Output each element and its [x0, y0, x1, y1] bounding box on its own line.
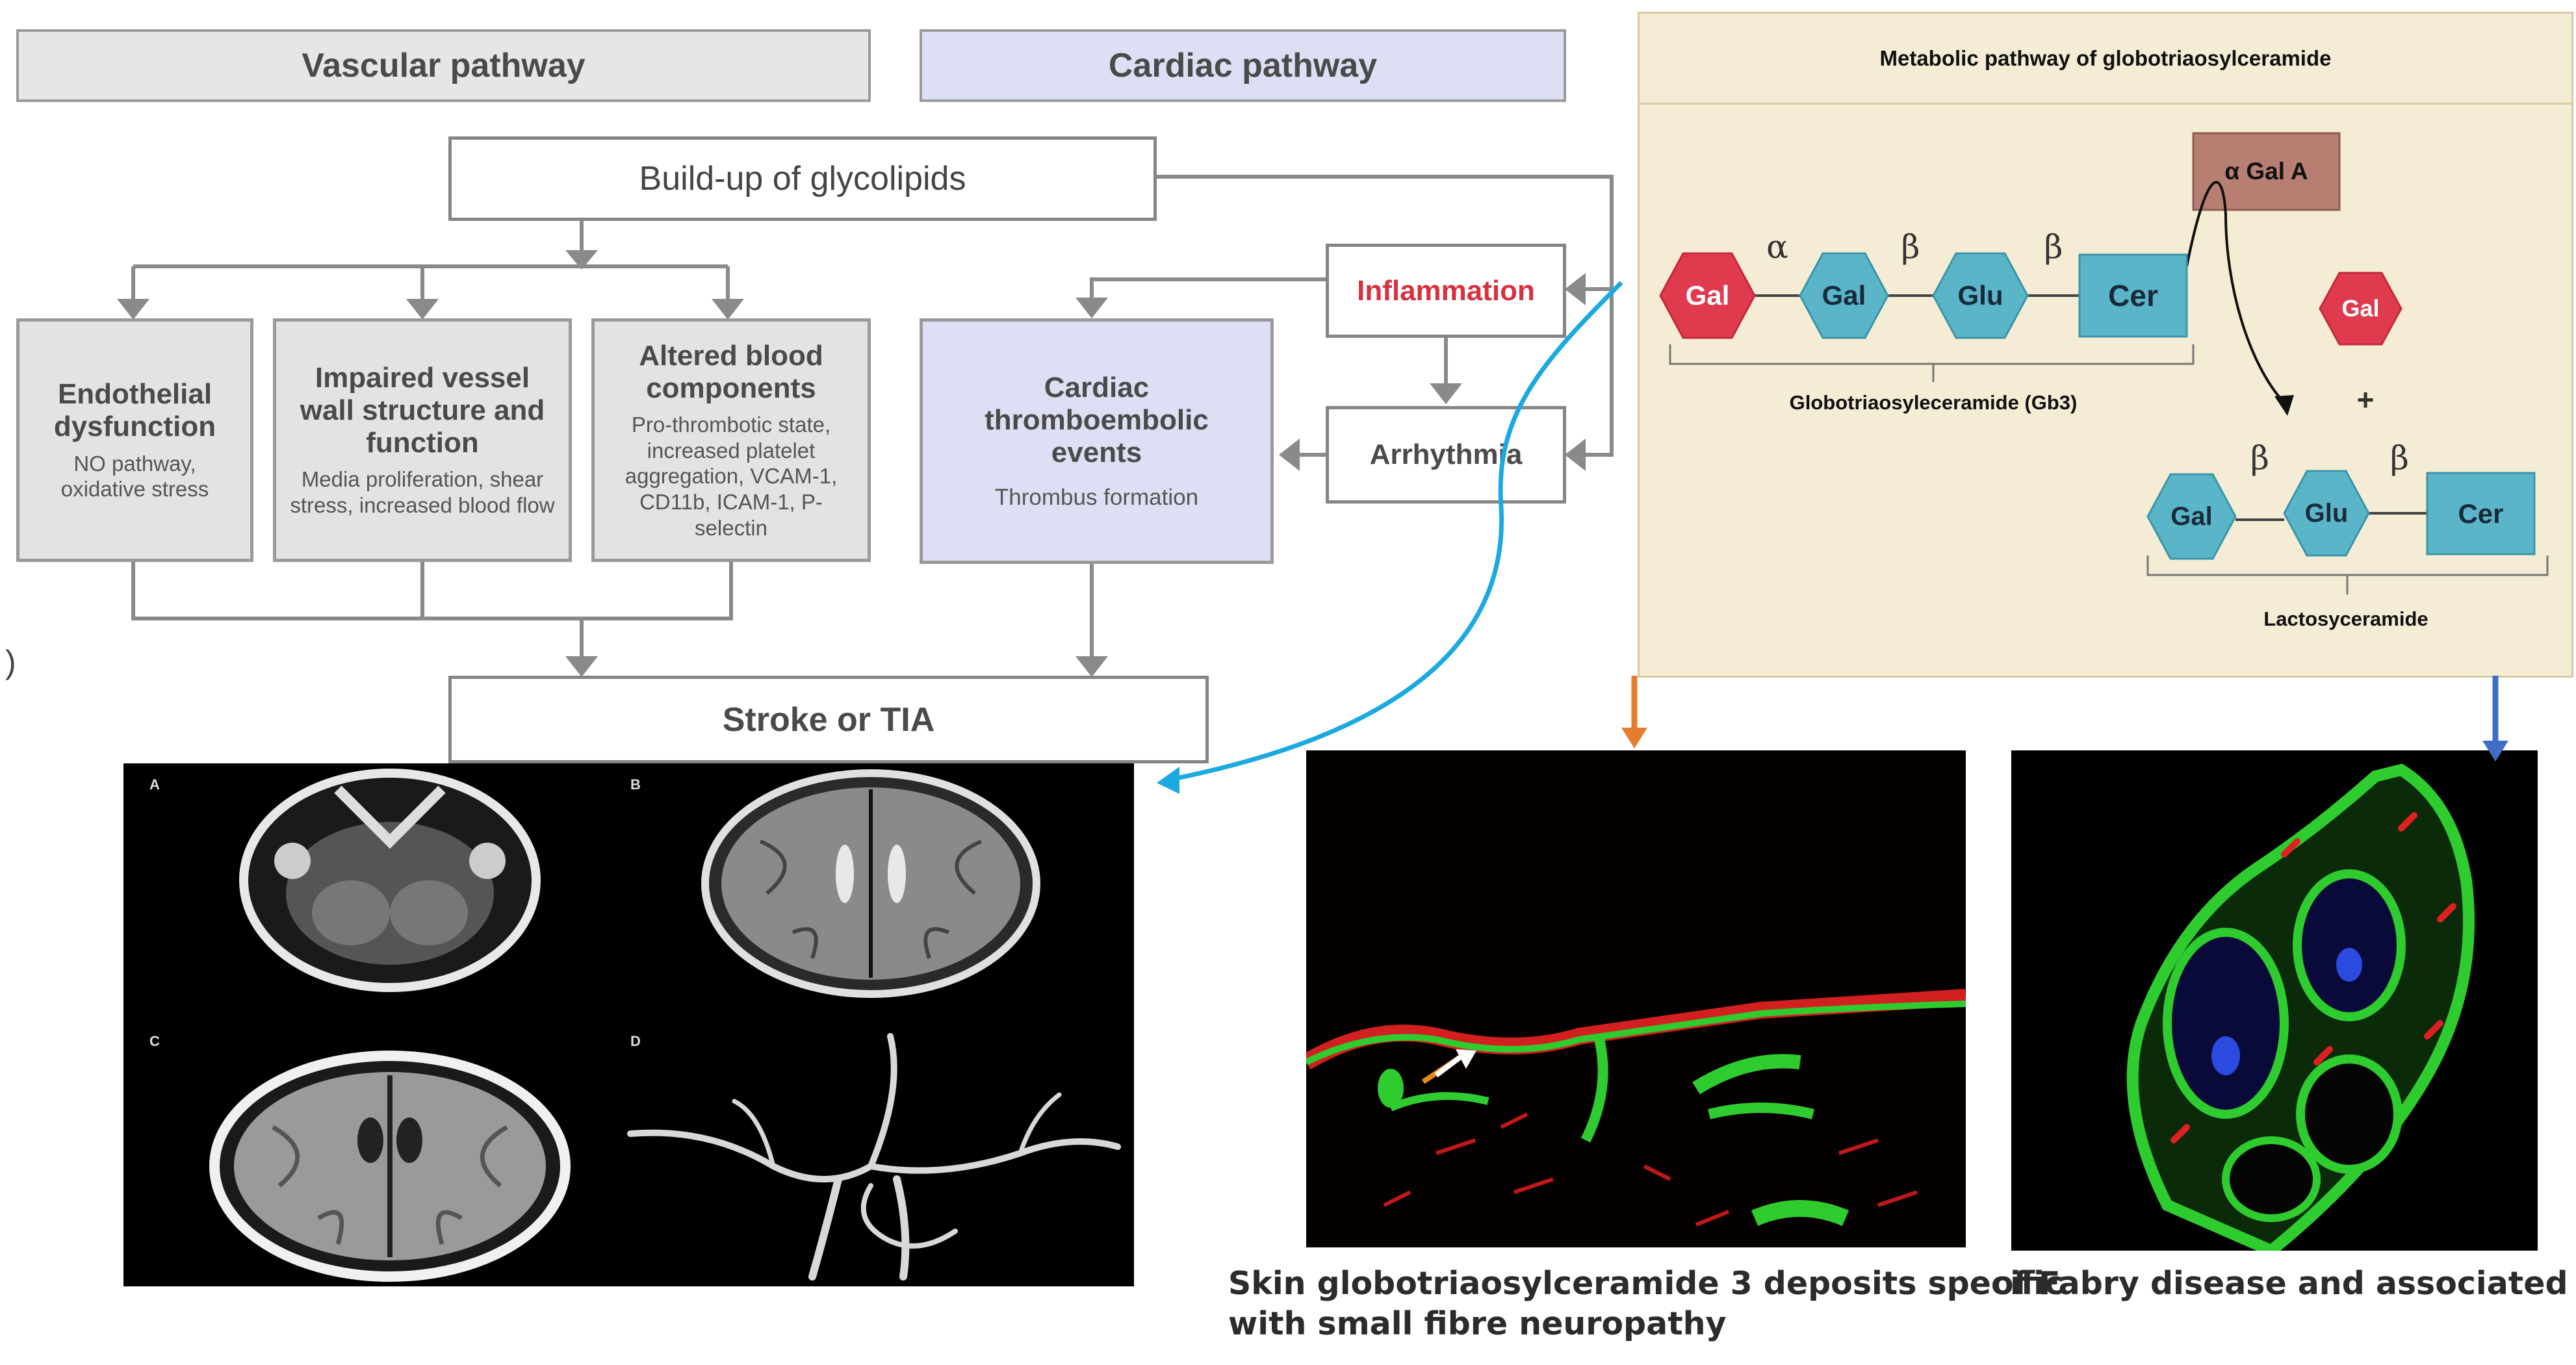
mri-images [209, 769, 1121, 1282]
product-label: Lactosyceramide [2263, 607, 2428, 630]
stray-mark: ) [5, 644, 16, 680]
endothelial-box: Endothelial dysfunction NO pathway, oxid… [16, 318, 253, 562]
nerve-fibre-image [2011, 750, 2538, 1258]
inflammation-box: Inflammation [1326, 244, 1566, 338]
chain-label-1: Gal [1685, 280, 1730, 311]
mri-label-c: C [149, 1033, 160, 1049]
hex-gal-red [1659, 252, 1756, 339]
blood-box: Altered blood components Pro-thrombotic … [591, 318, 871, 562]
rect-cer [2078, 253, 2188, 338]
arrhythmia-box: Arrhythmia [1326, 406, 1566, 504]
hex-gal-released [2319, 272, 2402, 346]
mri-image-b [701, 769, 1040, 998]
mri-panel: A B C D [123, 763, 1134, 1286]
skin-biopsy-image [1302, 750, 1966, 1247]
caption-line1-right: of Fabry disease and associated [1992, 1265, 2568, 1302]
endothelial-title: Endothelial dysfunction [53, 378, 216, 442]
product-label-2: Glu [2304, 498, 2349, 528]
mri-label-d: D [630, 1033, 641, 1049]
gb3-label: Globotriaosyleceramide (Gb3) [1789, 391, 2078, 414]
product-label-3: Cer [2458, 498, 2504, 529]
metabolic-title: Metabolic pathway of globotriaosylcerami… [1640, 14, 2571, 105]
rect-lacto-cer [2426, 472, 2536, 555]
hex-gal-blue [1799, 252, 1889, 339]
chain-label-2: Gal [1822, 280, 1866, 311]
nerve-fibre-drawing [2126, 763, 2475, 1258]
vessel-box: Impaired vessel wall structure and funct… [273, 318, 572, 562]
skin-biopsy-drawing [1302, 989, 1966, 1227]
buildup-box: Build-up of glycolipids [448, 136, 1157, 221]
caption-line1-left: Skin globotriaosylceramide 3 deposits sp… [1228, 1265, 2064, 1302]
released-gal-label: Gal [2341, 295, 2380, 322]
hex-lacto-glu [2283, 470, 2370, 557]
mri-image-c [209, 1051, 571, 1282]
cardiac-pathway-header: Cardiac pathway [920, 29, 1566, 102]
chain-label-3: Glu [1957, 280, 2003, 311]
enzyme-box [2192, 132, 2341, 211]
vessel-detail: Media proliferation, shear stress, incre… [290, 467, 555, 518]
cardiac-events-title: Cardiac thromboembolic events [985, 372, 1209, 468]
product-bond-2: β [2390, 439, 2409, 477]
product-bond-1: β [2250, 439, 2269, 477]
bond-label-2: β [1901, 228, 1920, 266]
caption-line2: with small fibre neuropathy [1228, 1305, 1727, 1342]
mri-label-a: A [149, 776, 160, 793]
blood-detail: Pro-thrombotic state, increased platelet… [625, 413, 838, 540]
hex-glu [1932, 252, 2029, 339]
vascular-pathway-header: Vascular pathway [16, 29, 871, 102]
hex-lacto-gal [2146, 473, 2237, 560]
chain-label-4: Cer [2108, 279, 2158, 313]
blood-title: Altered blood components [639, 339, 823, 404]
stroke-box: Stroke or TIA [448, 676, 1209, 763]
metabolic-panel: Metabolic pathway of globotriaosylcerami… [1638, 12, 2573, 678]
enzyme-label: α Gal A [2224, 158, 2308, 185]
vessel-title: Impaired vessel wall structure and funct… [300, 362, 545, 459]
cyan-curve-arrow [1169, 281, 1623, 782]
cardiac-events-detail: Thrombus formation [994, 484, 1199, 510]
endothelial-detail: NO pathway, oxidative stress [60, 451, 209, 502]
mri-label-b: B [630, 776, 641, 793]
bond-label-1: α [1766, 228, 1788, 266]
cardiac-events-box: Cardiac thromboembolic events Thrombus f… [920, 318, 1274, 564]
product-label-1: Gal [2170, 502, 2213, 531]
plus-sign: + [2356, 383, 2375, 416]
mri-image-d [627, 1033, 1121, 1281]
mri-image-a [239, 769, 541, 992]
bond-label-3: β [2044, 228, 2063, 266]
